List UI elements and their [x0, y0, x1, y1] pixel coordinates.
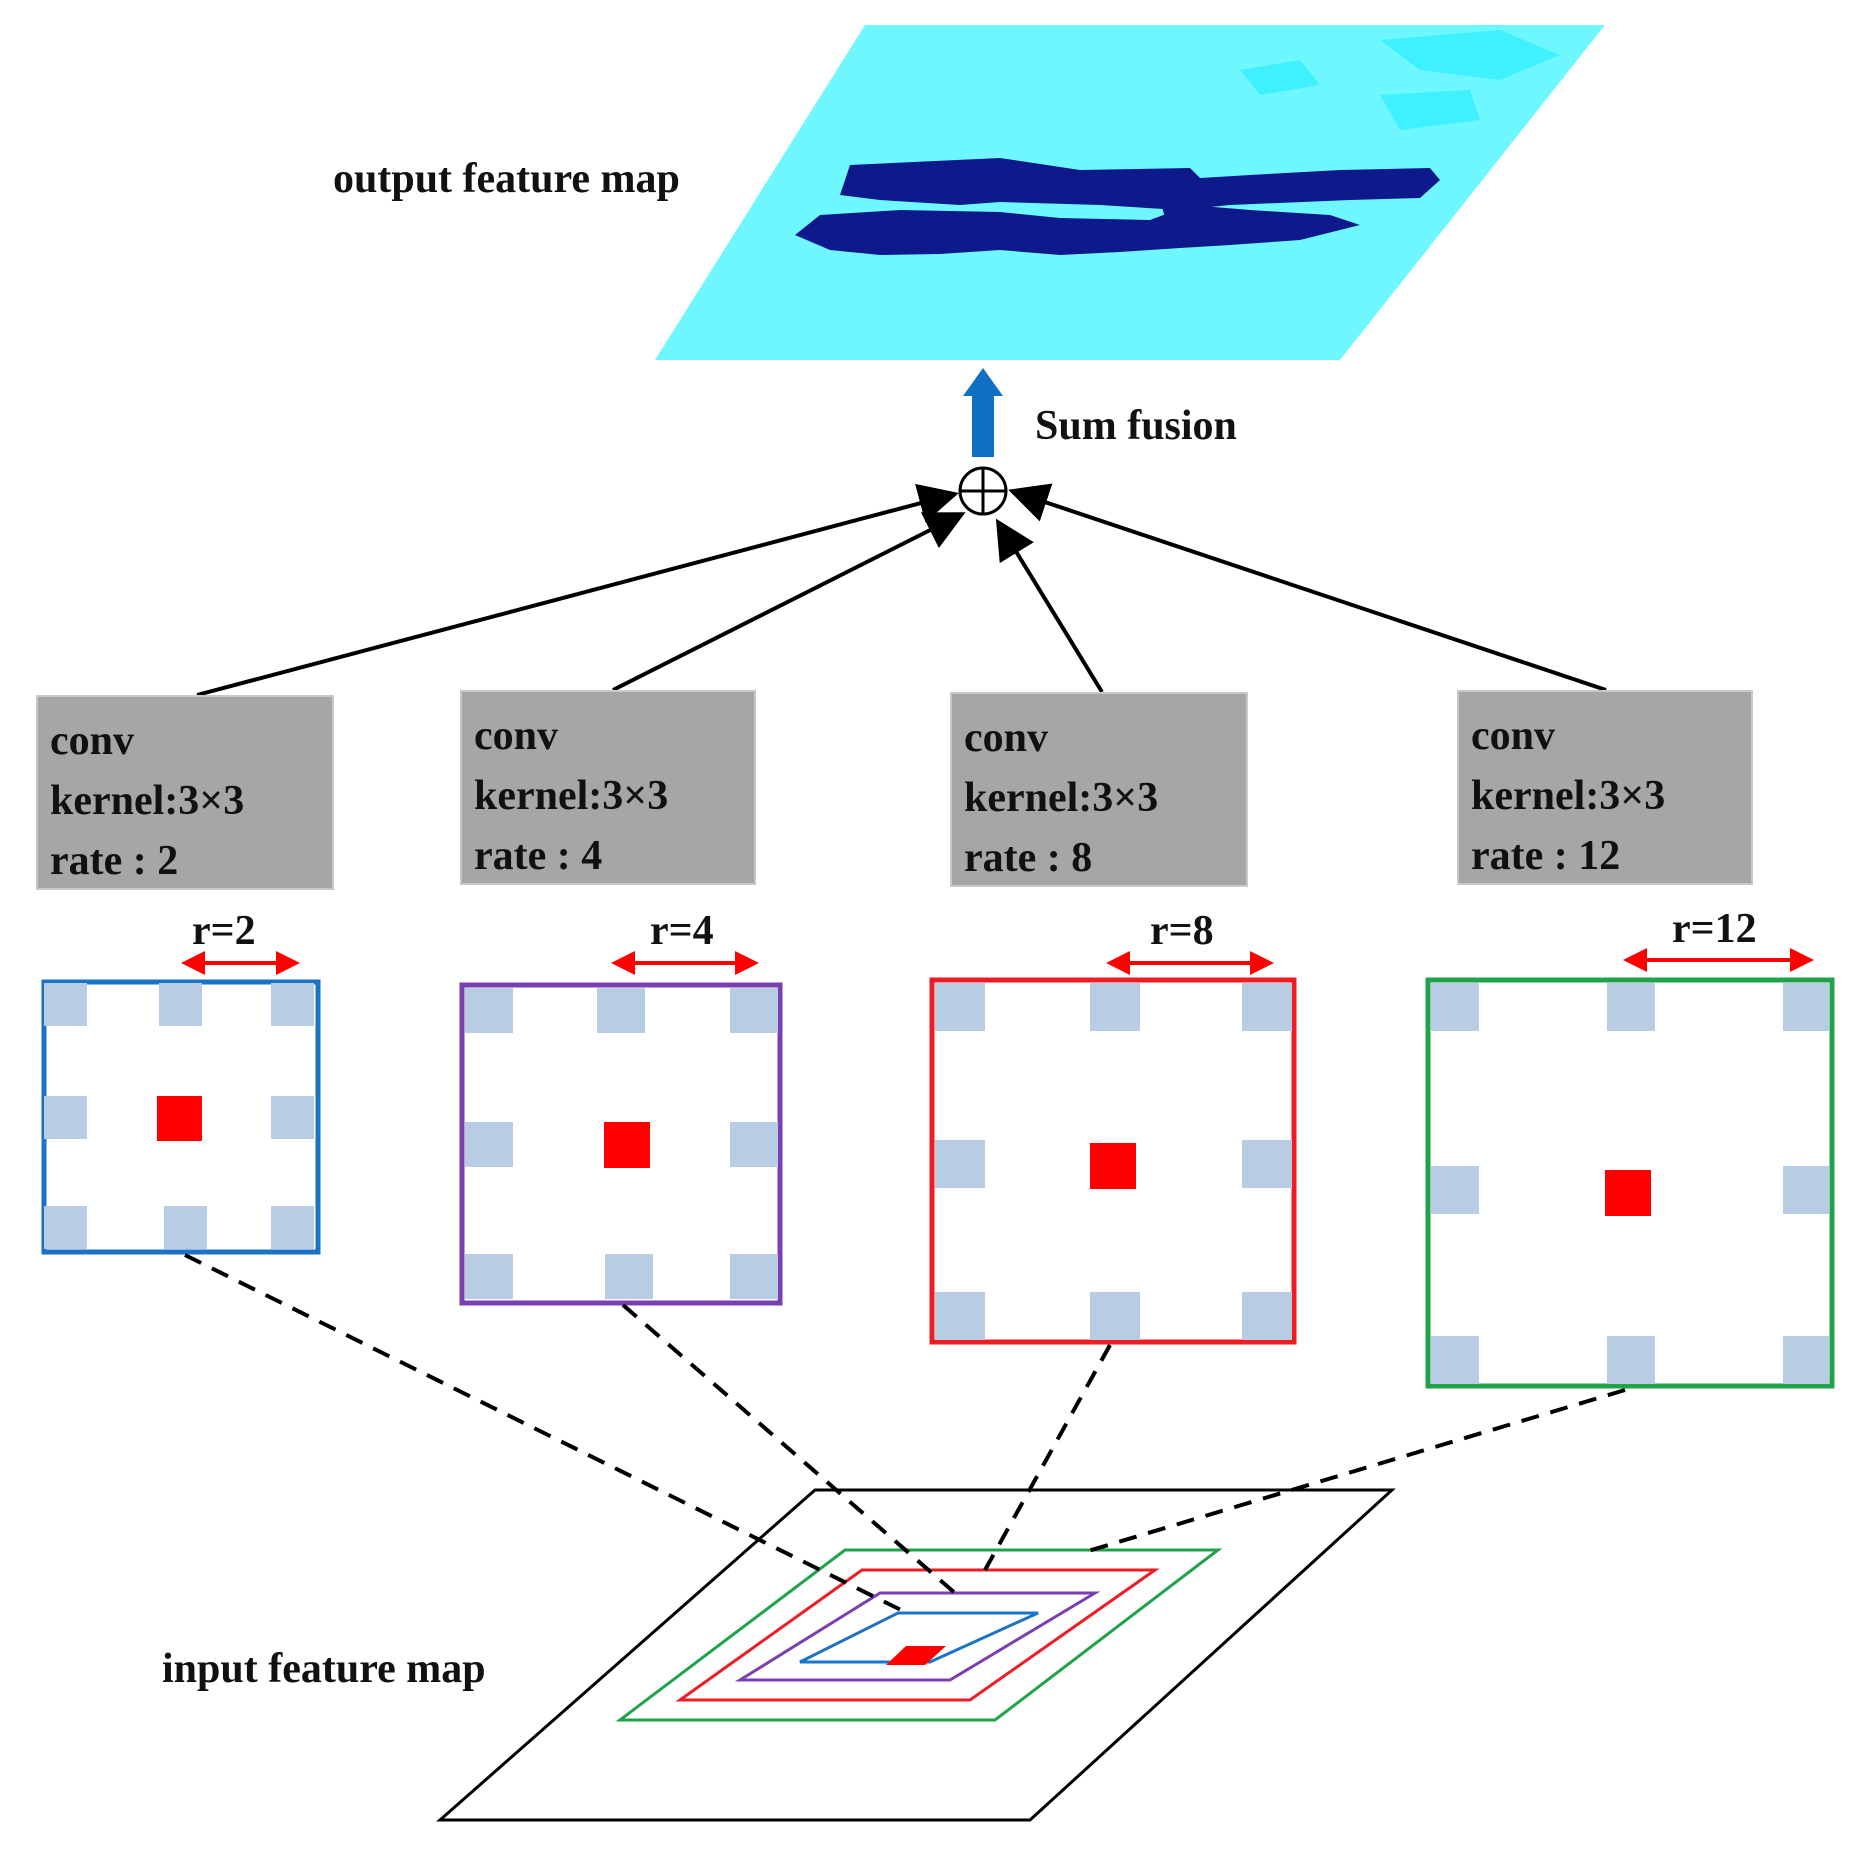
output-feature-map: [655, 25, 1605, 360]
rate-label: rate : 12: [1471, 833, 1621, 879]
r-label-8: r=8: [1150, 908, 1214, 954]
receptive-field-r8: [675, 1568, 1160, 1702]
projection-r8: [983, 1344, 1112, 1571]
kernel-panel-r2: [41, 979, 321, 1255]
input-center-cell: [886, 1646, 946, 1665]
connector-rate-4: [612, 512, 966, 692]
conv-box-rate-12: conv kernel:3×3 rate : 12: [1457, 690, 1753, 885]
projection-r12: [1084, 1388, 1626, 1554]
sum-node: [958, 466, 1008, 516]
kernel-panel-r8: [929, 977, 1297, 1345]
projection-r2: [184, 1253, 906, 1614]
rate-label: rate : 4: [474, 833, 603, 879]
branch-connectors: [196, 483, 1607, 697]
kernel-label: kernel:3×3: [50, 778, 245, 824]
conv-box-rate-8: conv kernel:3×3 rate : 8: [950, 692, 1248, 887]
receptive-field-r4: [734, 1591, 1101, 1682]
output-feature-map-label: output feature map: [333, 156, 680, 202]
kernel-label: kernel:3×3: [474, 773, 669, 819]
projection-r4: [621, 1303, 957, 1595]
projection-lines: [184, 1253, 1626, 1614]
r-label-2: r=2: [192, 908, 256, 954]
rate-label: rate : 2: [50, 838, 179, 884]
fusion-arrow: [963, 368, 1003, 457]
kernel-label: kernel:3×3: [964, 775, 1159, 821]
dilation-arrows: [181, 948, 1814, 975]
conv-label: conv: [474, 713, 558, 759]
r-label-4: r=4: [650, 908, 714, 954]
connector-rate-12: [1008, 483, 1607, 692]
conv-box-rate-4: conv kernel:3×3 rate : 4: [460, 690, 756, 885]
receptive-field-r12: [615, 1548, 1223, 1722]
conv-label: conv: [50, 718, 134, 764]
rate-label: rate : 8: [964, 835, 1093, 881]
kernel-panel-r4: [459, 982, 783, 1306]
input-feature-map: [436, 1488, 1396, 1822]
sum-fusion-label: Sum fusion: [1035, 403, 1237, 449]
connector-rate-2: [196, 483, 959, 697]
kernel-label: kernel:3×3: [1471, 773, 1666, 819]
receptive-field-r2: [799, 1611, 1039, 1664]
conv-box-rate-2: conv kernel:3×3 rate : 2: [36, 695, 334, 890]
r-label-12: r=12: [1672, 906, 1757, 952]
kernel-panel-r12: [1425, 977, 1835, 1389]
input-feature-map-label: input feature map: [162, 1646, 486, 1692]
conv-label: conv: [964, 715, 1048, 761]
connector-rate-8: [995, 518, 1104, 694]
conv-label: conv: [1471, 713, 1555, 759]
